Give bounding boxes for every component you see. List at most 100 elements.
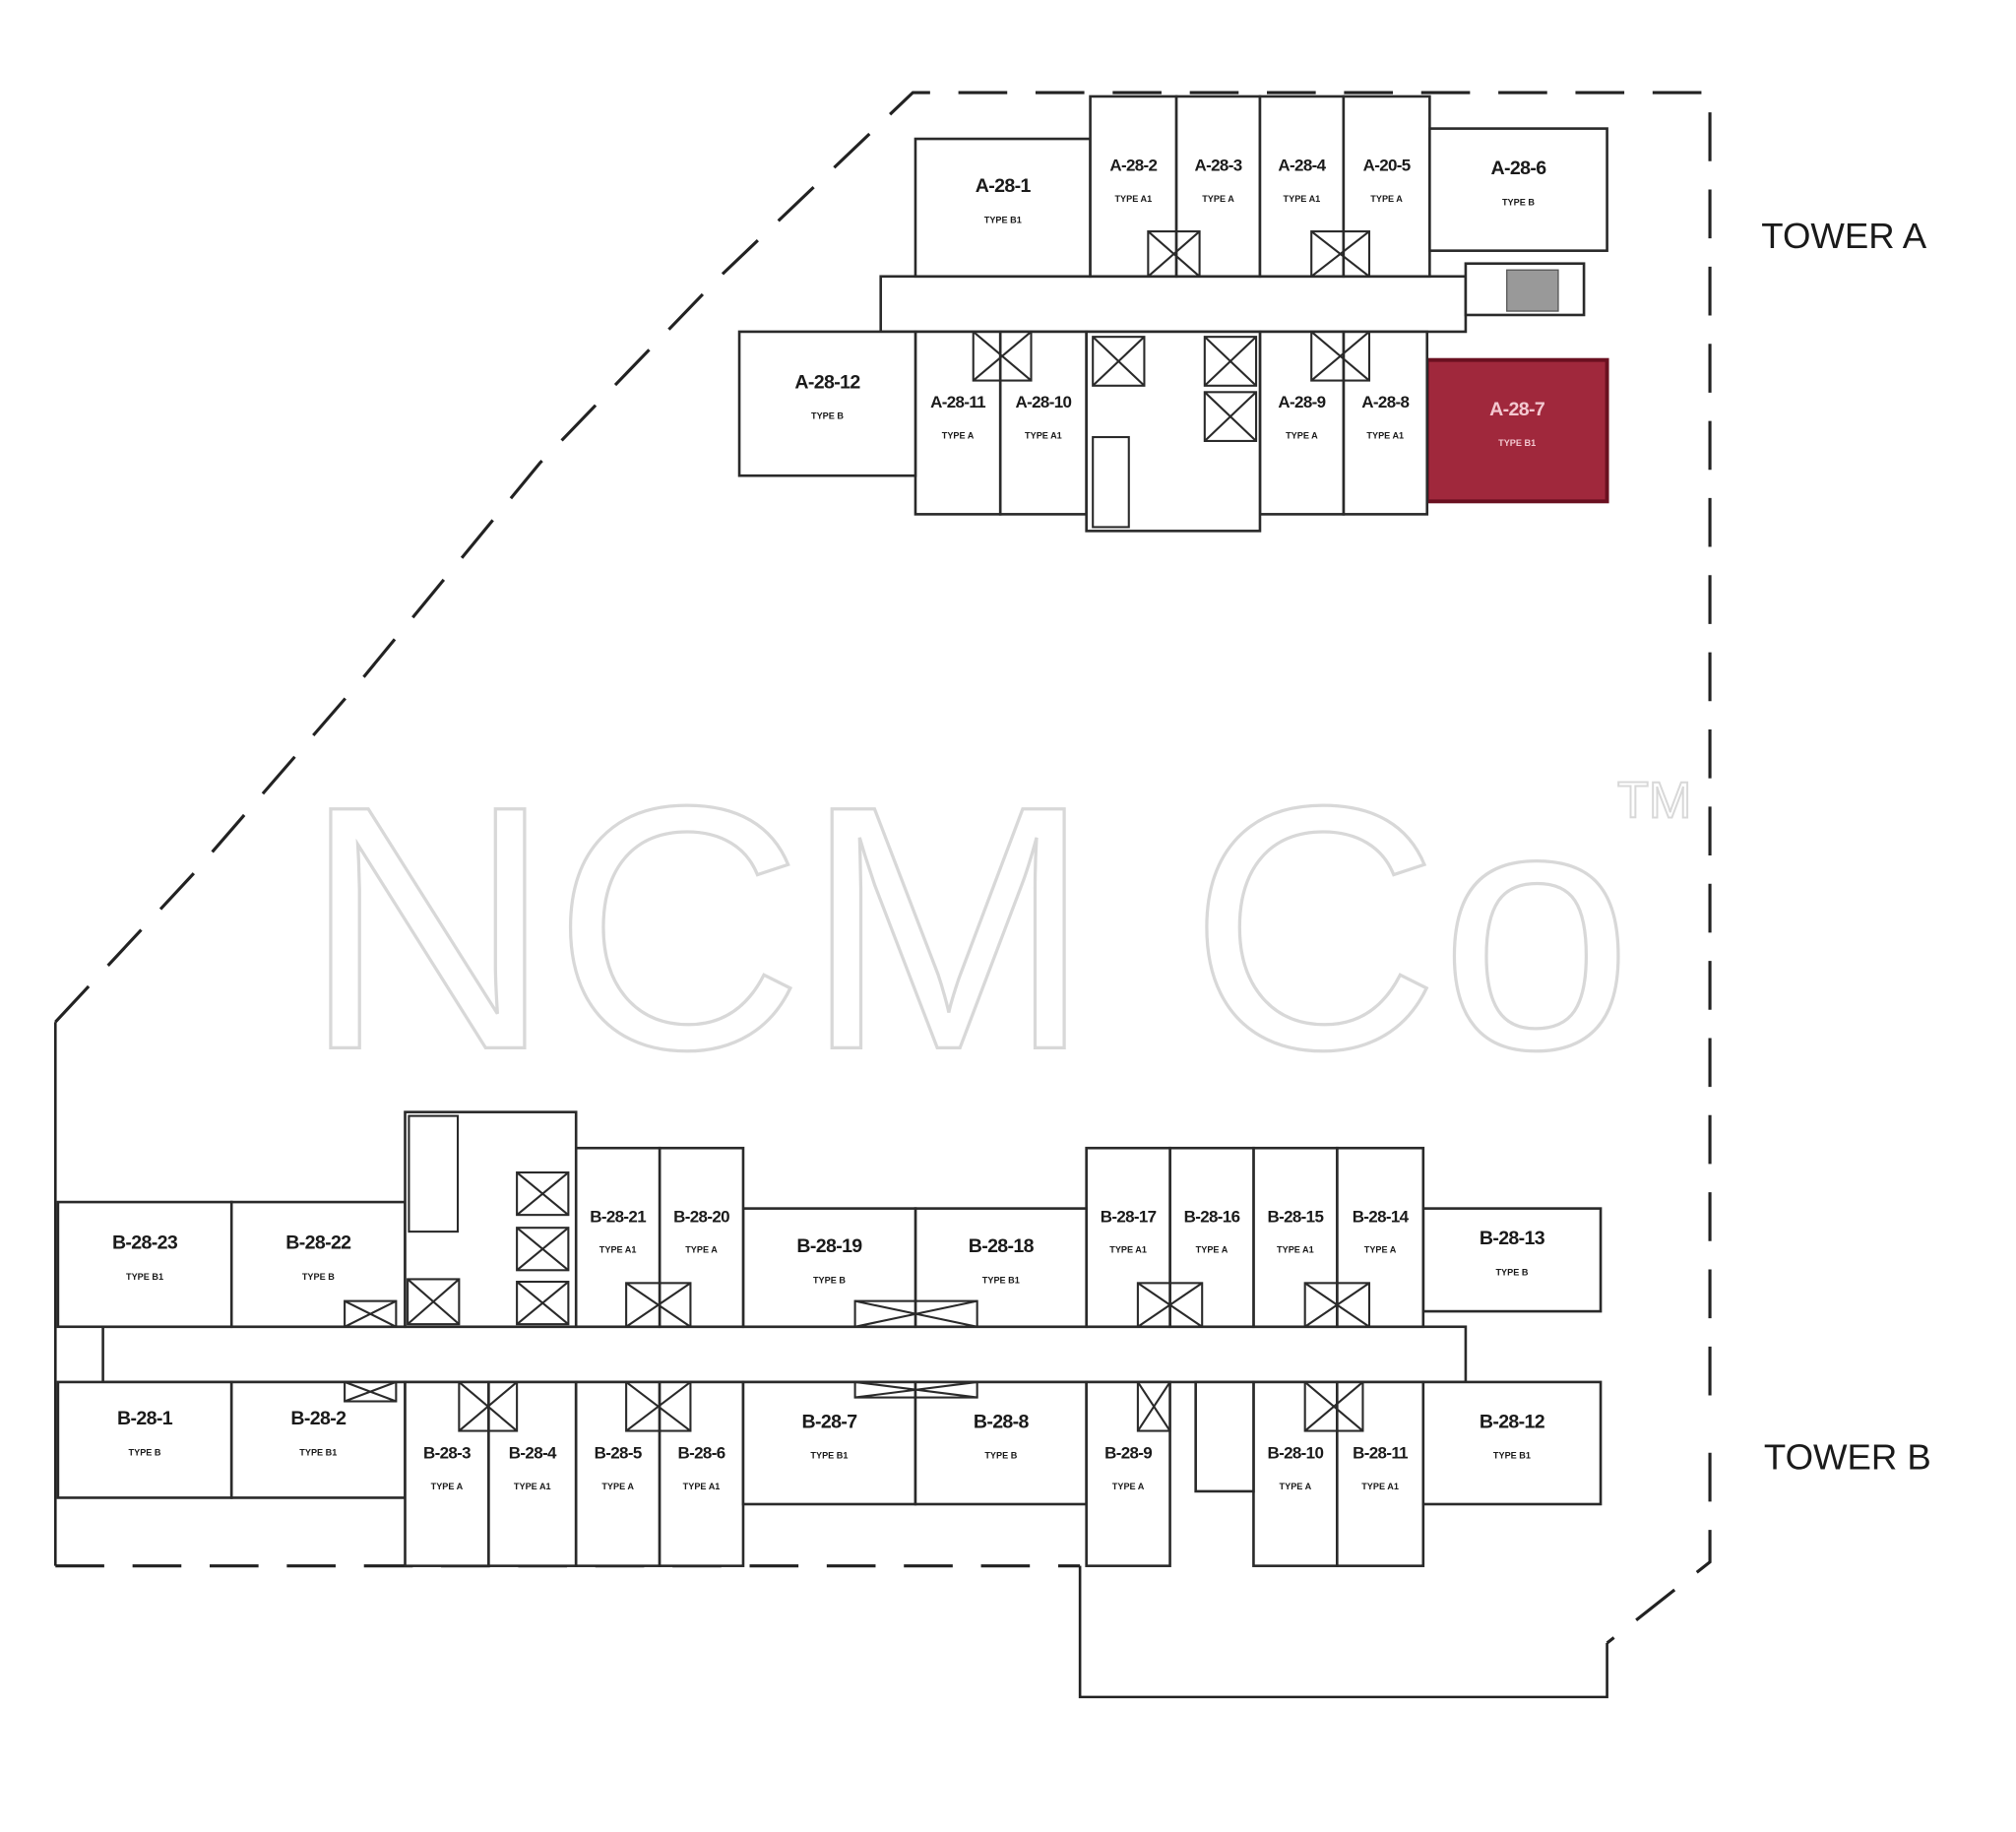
unit-type: TYPE A1 (1361, 1482, 1399, 1491)
unit-outline-highlighted (1424, 357, 1609, 504)
unit-type: TYPE B1 (126, 1272, 163, 1282)
unit-type: TYPE B (302, 1272, 335, 1282)
unit-id: A-28-8 (1361, 393, 1409, 411)
unit-type: TYPE B (129, 1447, 161, 1457)
unit-type: TYPE A1 (1114, 194, 1152, 204)
unit-id: B-28-5 (595, 1444, 642, 1463)
unit-type: TYPE A1 (599, 1245, 637, 1255)
unit-outline (1168, 1146, 1255, 1329)
tower-b-stair (1194, 1380, 1255, 1493)
unit-id: B-28-15 (1268, 1207, 1324, 1226)
unit-type: TYPE A (942, 430, 975, 440)
unit-outline (1252, 1146, 1339, 1329)
unit-id: B-28-23 (112, 1232, 178, 1254)
lift-shaft-icon (853, 1299, 978, 1328)
unit-id: A-28-12 (794, 371, 860, 393)
unit-id: B-28-17 (1101, 1207, 1157, 1226)
lift-shaft-icon (1310, 230, 1371, 278)
tower-b-core (404, 1110, 578, 1329)
watermark-text: NCM Co (302, 733, 1633, 1121)
unit-outline (1085, 1380, 1171, 1567)
lift-shaft-icon (516, 1281, 570, 1326)
lift-shaft-icon (1310, 330, 1371, 382)
unit-type: TYPE A1 (1277, 1245, 1314, 1255)
unit-outline (1258, 330, 1346, 516)
unit-type: TYPE A (601, 1482, 634, 1491)
lift-shaft-icon (1303, 1380, 1364, 1432)
unit-id: B-28-2 (290, 1408, 346, 1429)
unit-type: TYPE B1 (810, 1451, 848, 1461)
unit-id: B-28-18 (969, 1235, 1035, 1257)
service-cores (344, 230, 1586, 1493)
unit-id: A-28-7 (1489, 399, 1545, 420)
lift-shaft-icon (344, 1299, 398, 1328)
unit-outline (1421, 1380, 1603, 1506)
tower-a-label: TOWER A (1761, 216, 1926, 256)
unit-outline (404, 1380, 490, 1567)
lift-shaft-icon (625, 1380, 692, 1432)
lift-shaft-icon (1303, 1282, 1371, 1328)
unit-outline (56, 1200, 233, 1329)
unit-outline (998, 330, 1088, 516)
lift-shaft-icon (1203, 391, 1258, 442)
unit-outline (1342, 330, 1429, 516)
unit-id: B-28-12 (1480, 1411, 1545, 1432)
unit-id: B-28-19 (796, 1235, 862, 1257)
unit-id: B-28-3 (423, 1444, 471, 1463)
unit-type: TYPE B (984, 1451, 1017, 1461)
unit-outline (658, 1146, 745, 1329)
unit-outline (658, 1380, 745, 1567)
unit-id: A-28-10 (1016, 393, 1072, 411)
lift-shaft-icon (625, 1282, 692, 1328)
unit-id: A-28-2 (1109, 157, 1157, 175)
unit-type: TYPE A (1202, 194, 1234, 204)
tower-a-corridor (879, 275, 1468, 334)
unit-outline (1342, 95, 1431, 279)
stair-icon (408, 1114, 460, 1233)
stair-icon (1506, 269, 1559, 312)
unit-outline (574, 1380, 662, 1567)
unit-type: TYPE A (1286, 430, 1318, 440)
unit-type: TYPE A1 (683, 1482, 721, 1491)
unit-id: B-28-21 (590, 1207, 646, 1226)
unit-id: B-28-13 (1480, 1228, 1545, 1249)
lift-shaft-icon (344, 1380, 398, 1403)
lift-shaft-icon (1136, 1282, 1204, 1328)
unit-type: TYPE A1 (514, 1482, 551, 1491)
unit-outline (1336, 1146, 1425, 1329)
watermark-tm: TM (1617, 773, 1691, 830)
